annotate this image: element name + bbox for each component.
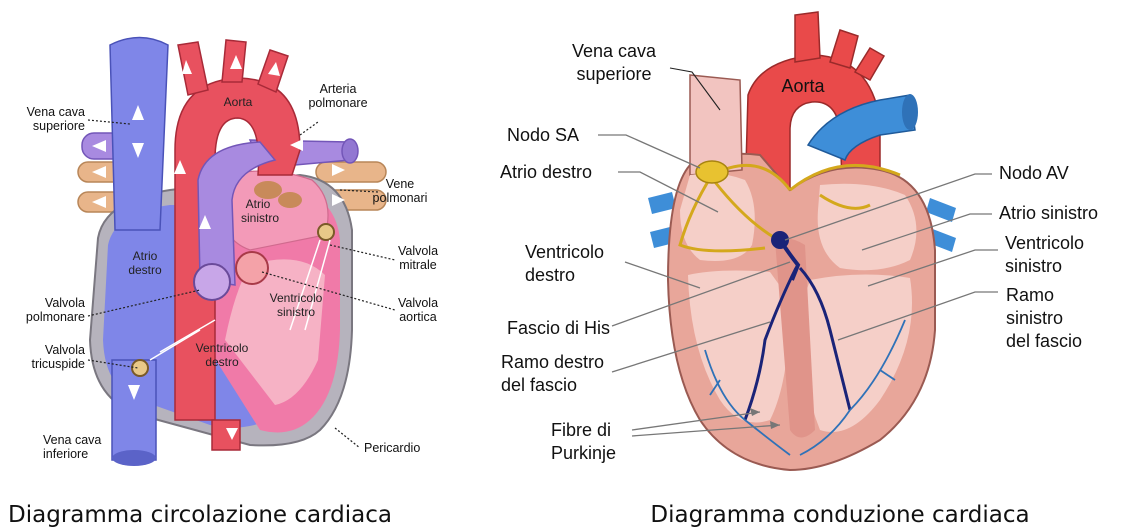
label-valvola-aortica-1: Valvola bbox=[398, 296, 438, 310]
label-valvola-mitrale-2: mitrale bbox=[399, 258, 437, 272]
label-arteria-polmonare-1: Arteria bbox=[320, 82, 357, 96]
label-ramo-sinistro-3: del fascio bbox=[1006, 331, 1082, 351]
label-ventricolo-destro-r2: destro bbox=[525, 265, 575, 285]
label-valvola-polmonare-2: polmonare bbox=[26, 310, 85, 324]
label-ventricolo-sinistro-1: Ventricolo bbox=[270, 291, 323, 305]
label-ventricolo-sinistro-2: sinistro bbox=[277, 305, 315, 319]
label-valvola-tricuspide-1: Valvola bbox=[45, 343, 85, 357]
conduction-svc bbox=[690, 75, 742, 175]
label-ventricolo-destro-2: destro bbox=[205, 355, 239, 369]
label-ramo-sinistro-1: Ramo bbox=[1006, 285, 1054, 305]
label-atrio-destro-2: destro bbox=[128, 263, 162, 277]
caption-circolazione: Diagramma circolazione cardiaca bbox=[8, 502, 392, 528]
label-fascio-his: Fascio di His bbox=[507, 318, 610, 338]
label-atrio-sinistro-2: sinistro bbox=[241, 211, 279, 225]
label-fibre-purkinje-2: Purkinje bbox=[551, 443, 616, 463]
label-valvola-tricuspide-2: tricuspide bbox=[32, 357, 86, 371]
label-atrio-destro-1: Atrio bbox=[133, 249, 158, 263]
inferior-vena-cava bbox=[112, 360, 156, 460]
label-ramo-sinistro-2: sinistro bbox=[1006, 308, 1063, 328]
label-aorta-left: Aorta bbox=[224, 95, 253, 109]
label-ventricolo-sinistro-r2: sinistro bbox=[1005, 256, 1062, 276]
label-atrio-sinistro-right: Atrio sinistro bbox=[999, 203, 1098, 223]
superior-vena-cava bbox=[110, 38, 168, 231]
label-vena-cava-inferiore-1: Vena cava bbox=[43, 433, 101, 447]
conduction-diagram: Aorta Vena cava superiore Nodo SA Atrio … bbox=[500, 12, 1098, 528]
label-fibre-purkinje-1: Fibre di bbox=[551, 420, 611, 440]
label-valvola-aortica-2: aortica bbox=[399, 310, 437, 324]
conduction-left-atrium bbox=[818, 184, 917, 270]
label-ventricolo-destro-1: Ventricolo bbox=[196, 341, 249, 355]
label-atrio-destro-right: Atrio destro bbox=[500, 162, 592, 182]
label-ramo-destro-2: del fascio bbox=[501, 375, 577, 395]
label-vena-cava-superiore-1: Vena cava bbox=[27, 105, 85, 119]
label-valvola-mitrale-1: Valvola bbox=[398, 244, 438, 258]
label-vena-cava-1: Vena cava bbox=[572, 41, 657, 61]
label-atrio-sinistro-1: Atrio bbox=[246, 197, 271, 211]
label-ventricolo-destro-r1: Ventricolo bbox=[525, 242, 604, 262]
caption-conduzione: Diagramma conduzione cardiaca bbox=[650, 502, 1029, 528]
label-pericardio: Pericardio bbox=[364, 441, 420, 455]
label-nodo-av: Nodo AV bbox=[999, 163, 1069, 183]
label-arteria-polmonare-2: polmonare bbox=[308, 96, 367, 110]
sa-node bbox=[696, 161, 728, 183]
label-vene-polmonari-1: Vene bbox=[386, 177, 415, 191]
label-vena-cava-inferiore-2: inferiore bbox=[43, 447, 88, 461]
label-aorta-right: Aorta bbox=[781, 76, 825, 96]
label-nodo-sa: Nodo SA bbox=[507, 125, 579, 145]
label-ramo-destro-1: Ramo destro bbox=[501, 352, 604, 372]
label-vena-cava-superiore-2: superiore bbox=[33, 119, 85, 133]
label-ventricolo-sinistro-r1: Ventricolo bbox=[1005, 233, 1084, 253]
label-valvola-polmonare-1: Valvola bbox=[45, 296, 85, 310]
label-vene-polmonari-2: polmonari bbox=[373, 191, 428, 205]
label-vena-cava-2: superiore bbox=[576, 64, 651, 84]
circulation-diagram: Aorta Atrio sinistro Atrio destro Ventri… bbox=[8, 38, 438, 529]
